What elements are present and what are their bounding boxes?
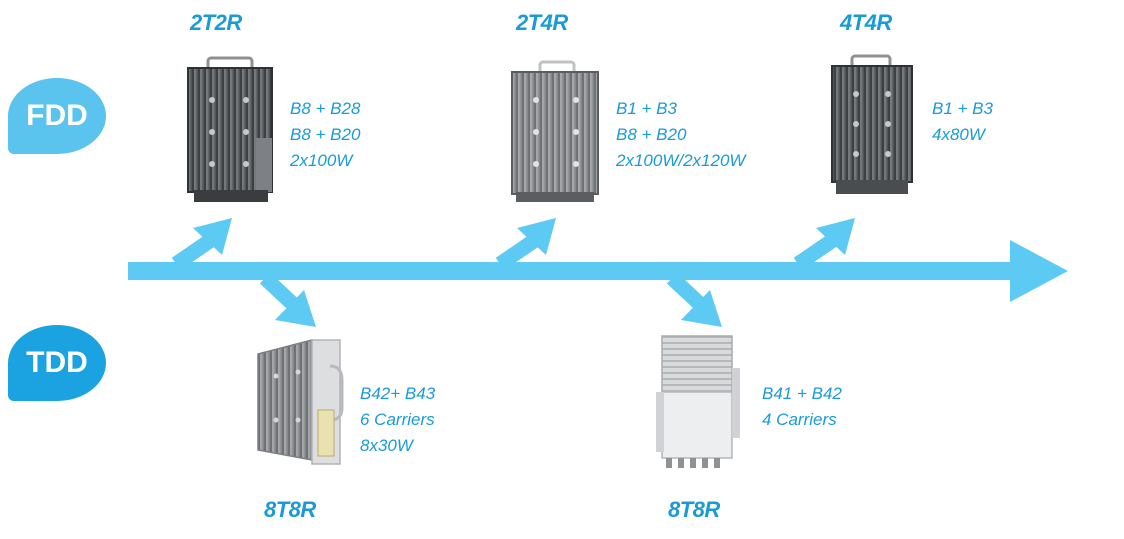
timeline-arrow: [128, 240, 1068, 302]
spec-block-tdd-8t8r-2: B41 + B42 4 Carriers: [762, 381, 842, 433]
spec-line: B1 + B3: [616, 99, 677, 118]
radio-unit-icon: [257, 339, 344, 465]
spec-block-2t2r: B8 + B28 B8 + B20 2x100W: [290, 96, 360, 174]
model-title-2t4r: 2T4R: [516, 10, 568, 35]
branch-arrow-fdd-3: [793, 218, 855, 271]
radio-unit-icon: [656, 335, 740, 468]
branch-arrow-fdd-1: [171, 218, 232, 271]
spec-line: B8 + B20: [290, 125, 361, 144]
spec-block-4t4r: B1 + B3 4x80W: [932, 96, 993, 148]
spec-line: 2x100W: [290, 151, 353, 170]
spec-block-2t4r: B1 + B3 B8 + B20 2x100W/2x120W: [616, 96, 745, 174]
model-title-tdd-8t8r-1: 8T8R: [264, 497, 316, 522]
model-title-4t4r: 4T4R: [840, 10, 892, 35]
branch-arrow-fdd-2: [495, 218, 556, 271]
model-title-2t2r: 2T2R: [190, 10, 242, 35]
branch-arrow-tdd-2: [666, 272, 722, 327]
spec-line: 4x80W: [932, 125, 985, 144]
fdd-badge: FDD: [8, 78, 106, 154]
tdd-badge: TDD: [8, 325, 106, 401]
spec-line: B42+ B43: [360, 384, 436, 403]
spec-line: B8 + B20: [616, 125, 687, 144]
spec-line: B8 + B28: [290, 99, 361, 118]
spec-line: B41 + B42: [762, 384, 842, 403]
spec-line: 6 Carriers: [360, 410, 435, 429]
spec-line: 4 Carriers: [762, 410, 837, 429]
radio-unit-icon: [187, 56, 273, 202]
radio-unit-icon: [511, 60, 599, 202]
branch-arrow-tdd-1: [259, 272, 316, 327]
spec-line: B1 + B3: [932, 99, 993, 118]
spec-line: 2x100W/2x120W: [616, 151, 746, 170]
radio-unit-icon: [831, 54, 913, 194]
spec-block-tdd-8t8r-1: B42+ B43 6 Carriers 8x30W: [360, 381, 435, 459]
spec-line: 8x30W: [360, 436, 413, 455]
model-title-tdd-8t8r-2: 8T8R: [668, 497, 720, 522]
